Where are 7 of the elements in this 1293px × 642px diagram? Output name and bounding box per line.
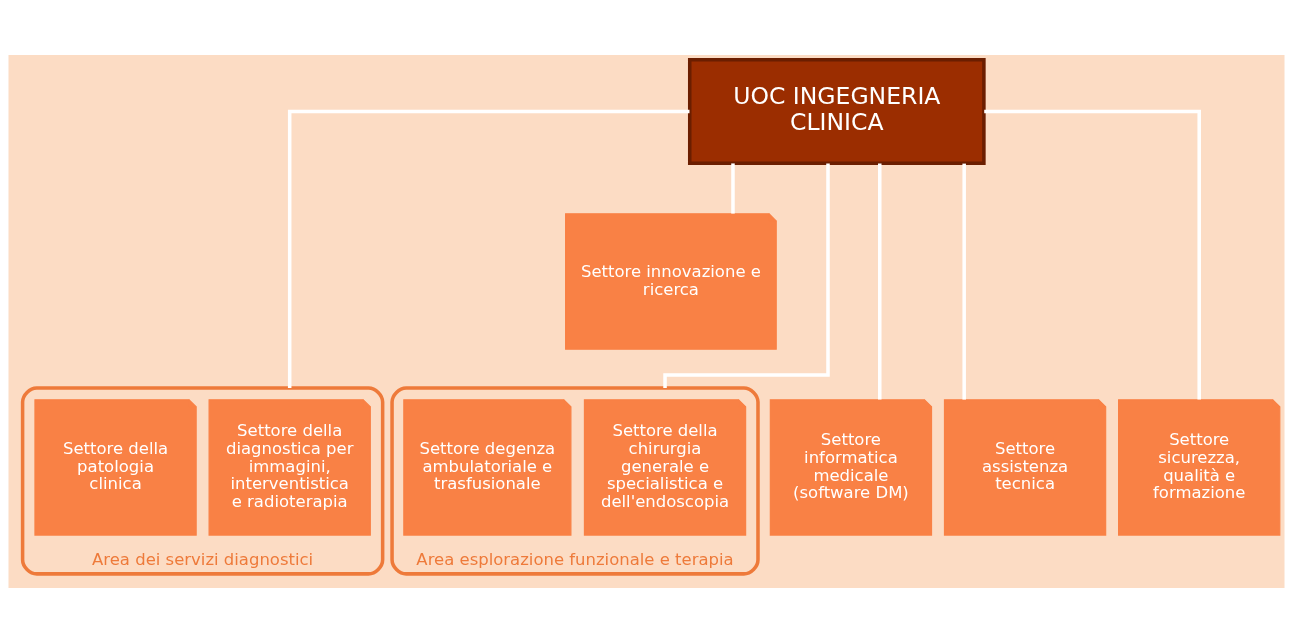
connector [287,109,690,388]
connector [731,162,735,214]
node-box: UOC INGEGNERIA CLINICA [687,57,986,165]
connector [663,163,830,388]
connector [962,163,966,400]
connector [878,163,882,400]
connector [984,109,1201,400]
